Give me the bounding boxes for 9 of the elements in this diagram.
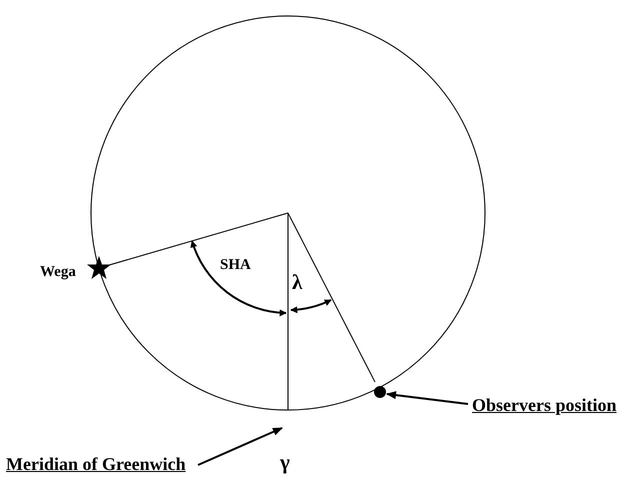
leader-line	[198, 427, 283, 466]
leader-line	[386, 391, 468, 405]
point-label: γ	[280, 452, 290, 473]
position-label: Observers position	[472, 396, 617, 414]
meridian-label: Meridian of Greenwich	[6, 455, 186, 473]
angle-label: λ	[292, 272, 302, 293]
position-dot	[374, 386, 386, 398]
star-name: Wega	[40, 265, 76, 280]
angle-label: SHA	[220, 258, 251, 273]
